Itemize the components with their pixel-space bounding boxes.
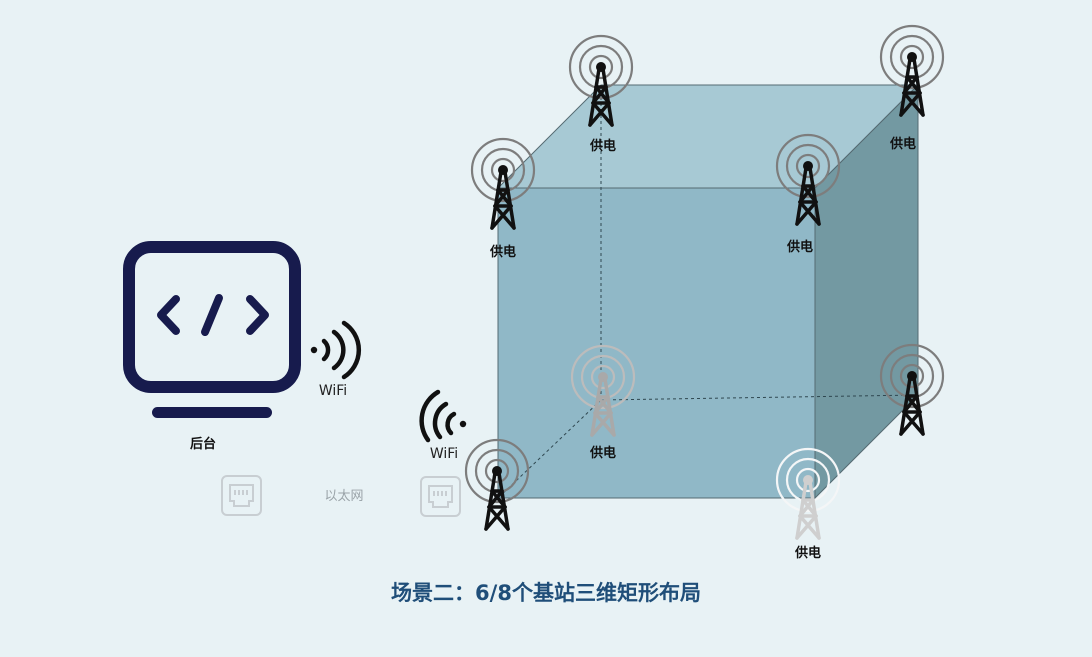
base-stations: 供电 供电 供电 bbox=[464, 24, 945, 561]
base-station-top-front-right: 供电 bbox=[775, 133, 841, 255]
tower-icon bbox=[464, 438, 530, 531]
base-station-bottom-front-left bbox=[464, 438, 530, 531]
base-station-bottom-back-right bbox=[879, 343, 945, 436]
power-label: 供电 bbox=[794, 545, 821, 561]
base-station-top-back-left: 供电 bbox=[568, 34, 634, 154]
caption: 场景二：6/8个基站三维矩形布局 bbox=[391, 581, 701, 605]
tower-icon bbox=[775, 133, 841, 226]
power-label: 供电 bbox=[889, 136, 916, 152]
power-label: 供电 bbox=[786, 239, 813, 255]
tower-icon bbox=[470, 137, 536, 230]
tower-icon bbox=[879, 24, 945, 117]
tower-icon bbox=[570, 344, 636, 437]
power-label: 供电 bbox=[489, 244, 516, 260]
power-label: 供电 bbox=[589, 445, 616, 461]
ethernet-label: 以太网 bbox=[324, 489, 363, 504]
tower-icon bbox=[775, 447, 841, 540]
base-station-bottom-back-left: 供电 bbox=[570, 344, 636, 461]
backend-label: 后台 bbox=[190, 436, 216, 452]
base-station-top-back-right: 供电 bbox=[879, 24, 945, 152]
tower-icon bbox=[568, 34, 634, 127]
ethernet-port-icon bbox=[420, 476, 461, 517]
tower-icon bbox=[879, 343, 945, 436]
cube-hidden-edges bbox=[497, 85, 919, 499]
cube-front-face bbox=[497, 187, 816, 499]
power-label: 供电 bbox=[589, 138, 616, 154]
code-monitor-icon bbox=[123, 241, 301, 418]
base-station-bottom-front-right: 供电 bbox=[775, 447, 841, 561]
wifi-signal-icon bbox=[310, 320, 362, 380]
base-station-top-front-left: 供电 bbox=[470, 137, 536, 260]
wifi-label-right: WiFi bbox=[430, 446, 458, 462]
wifi-signal-icon bbox=[419, 389, 467, 443]
wifi-label-left: WiFi bbox=[319, 383, 347, 399]
ethernet-port-icon bbox=[221, 475, 262, 516]
